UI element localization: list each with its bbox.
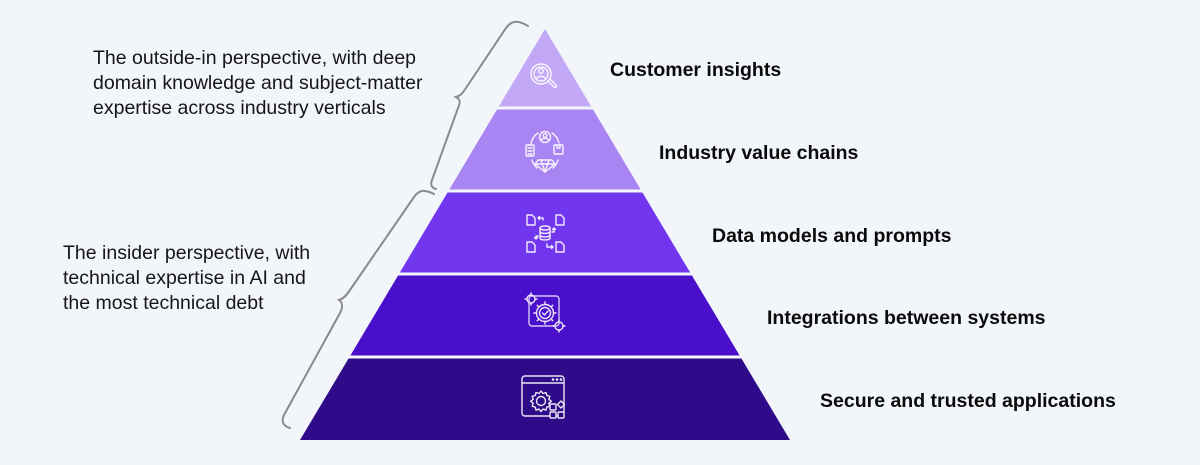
pyramid-layer-2 [449,109,641,190]
outside-in-line-3: expertise across industry verticals [93,97,386,119]
data-flow-icon [526,214,565,253]
insider-description: The insider perspective, with technical … [63,241,310,316]
layer-label-integrations: Integrations between systems [767,307,1046,329]
customer-search-icon [530,63,558,89]
outside-in-description: The outside-in perspective, with deep do… [93,46,423,121]
insider-line-2: technical expertise in AI and [63,267,306,289]
layer-label-secure-applications: Secure and trusted applications [820,390,1116,412]
outside-in-line-2: domain knowledge and subject-matter [93,72,423,94]
layer-label-data-models: Data models and prompts [712,225,952,247]
app-settings-icon [521,375,566,419]
layer-label-customer-insights: Customer insights [610,59,782,81]
pyramid-layer-3 [399,192,691,273]
bracket-insider [281,189,435,429]
gear-check-icon [524,292,566,333]
insider-line-1: The insider perspective, with [63,242,311,264]
layer-label-industry-value-chains: Industry value chains [659,142,859,164]
insider-line-3: the most technical debt [63,292,264,314]
bracket-outside-in [430,20,529,190]
value-chain-icon [525,130,564,173]
pyramid-layer-4 [350,275,740,356]
outside-in-line-1: The outside-in perspective, with deep [93,47,417,69]
